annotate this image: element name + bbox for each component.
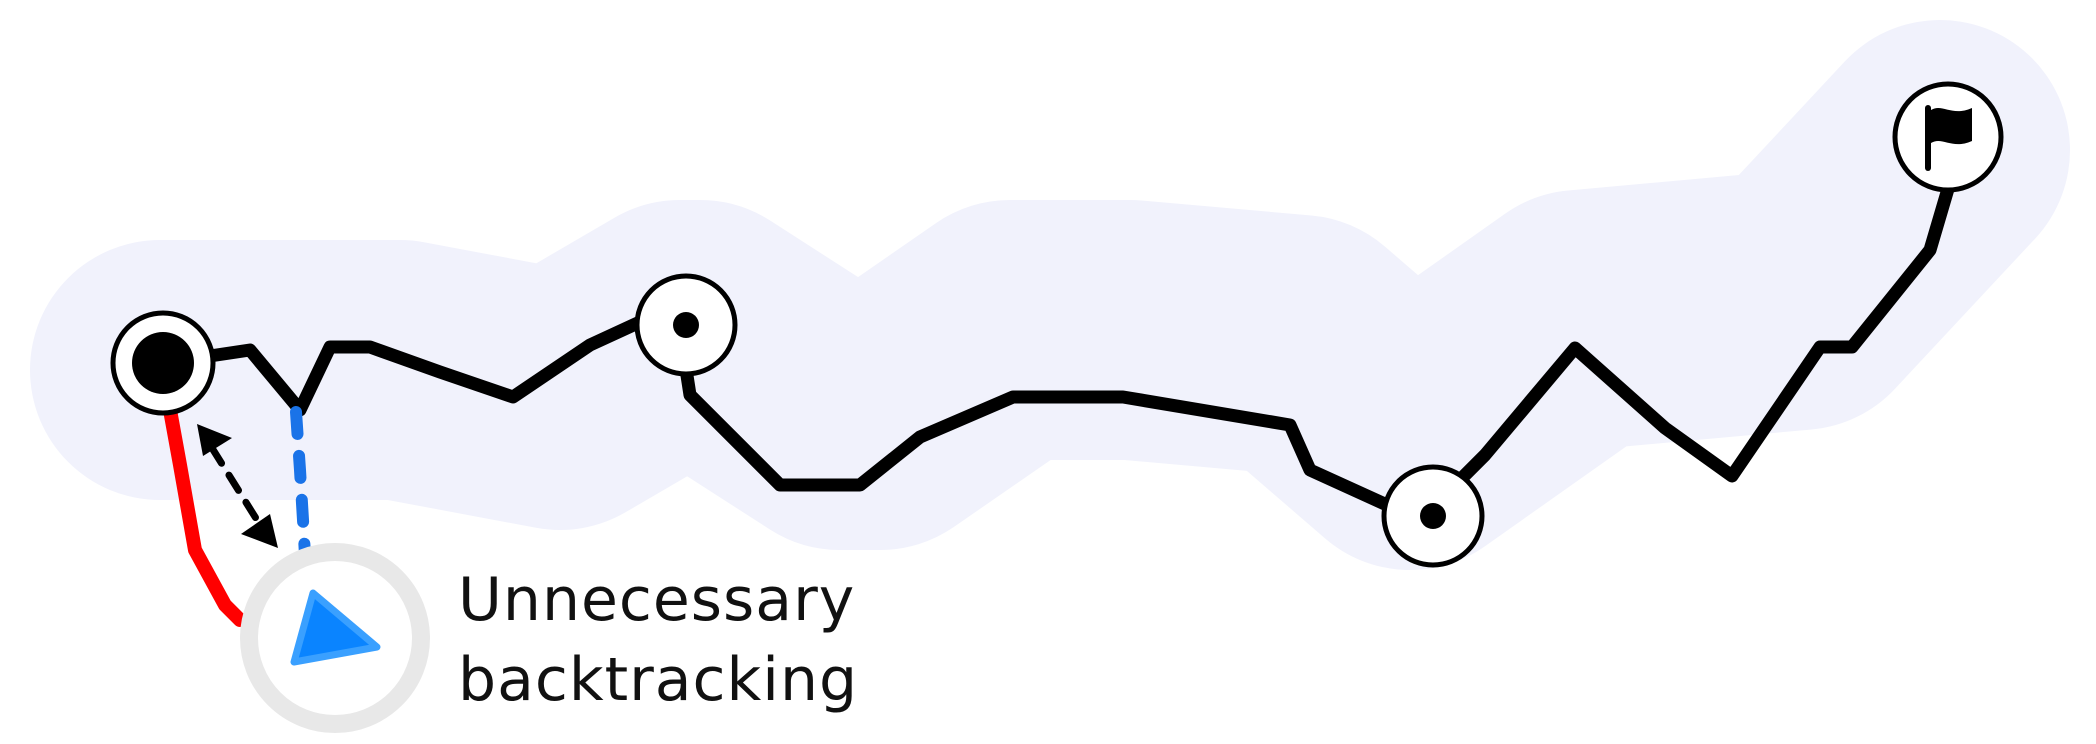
- route-line: [156, 148, 1965, 527]
- waypoint-icon[interactable]: [1381, 464, 1485, 568]
- return-path: [290, 406, 311, 561]
- backtracking-annotation: Unnecessary backtracking: [458, 560, 978, 720]
- annotation-line-2: backtracking: [458, 645, 859, 715]
- finish-flag-icon[interactable]: [1892, 81, 2004, 193]
- annotation-line-1: Unnecessary: [458, 565, 856, 635]
- backtrack-path: [163, 403, 247, 627]
- start-point-icon[interactable]: [110, 310, 216, 416]
- current-position-arrow-icon[interactable]: [240, 543, 430, 733]
- waypoint-icon[interactable]: [634, 273, 738, 377]
- backtrack-arrow-icon: [197, 424, 278, 548]
